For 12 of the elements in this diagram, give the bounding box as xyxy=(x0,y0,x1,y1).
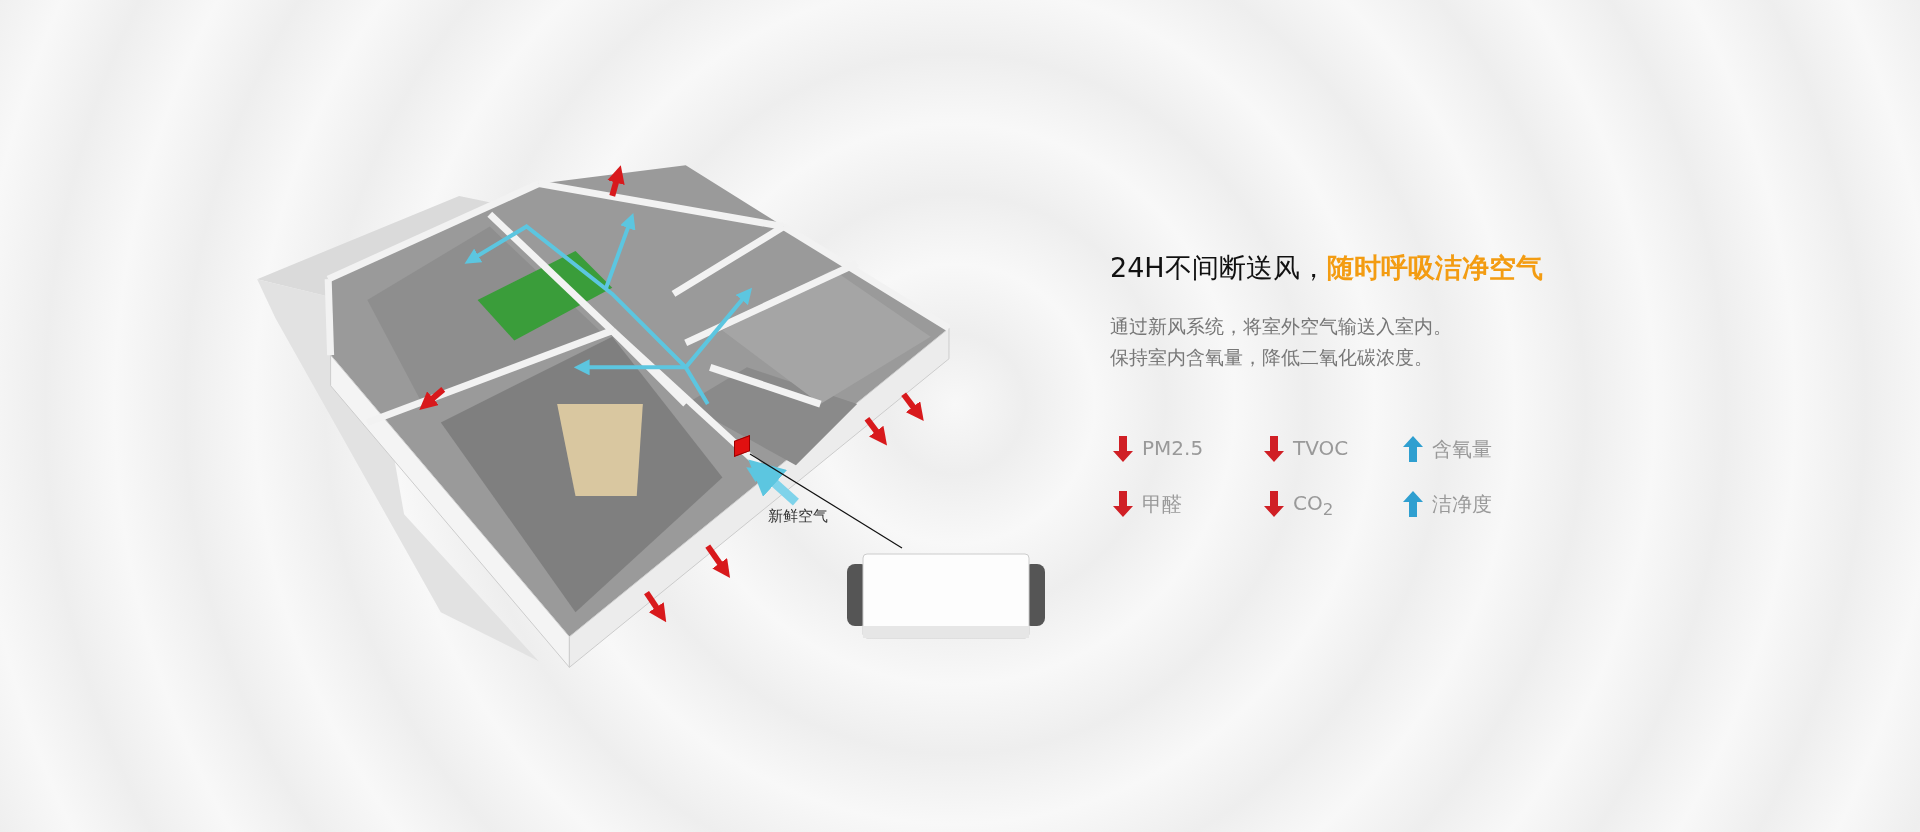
indicator-label: CO$_{2}$ xyxy=(1293,491,1334,519)
indicator-label: 含氧量 xyxy=(1432,436,1492,463)
description-text: 通过新风系统，将室外空气输送入室内。 xyxy=(1110,314,1452,339)
airflow-label: 新鲜空气 xyxy=(768,507,828,526)
leader-line xyxy=(749,453,903,549)
indicator-label: PM2.5 xyxy=(1142,436,1204,460)
indicator-label: 甲醛 xyxy=(1142,491,1182,518)
indicator-label: TVOC xyxy=(1293,436,1349,460)
heading-text: 随时呼吸洁净空气 xyxy=(1326,251,1543,285)
heading-text: 24H不间断送风， xyxy=(1110,251,1327,285)
indicator-label: 洁净度 xyxy=(1432,491,1492,518)
description-text: 保持室内含氧量，降低二氧化碳浓度。 xyxy=(1110,345,1433,370)
